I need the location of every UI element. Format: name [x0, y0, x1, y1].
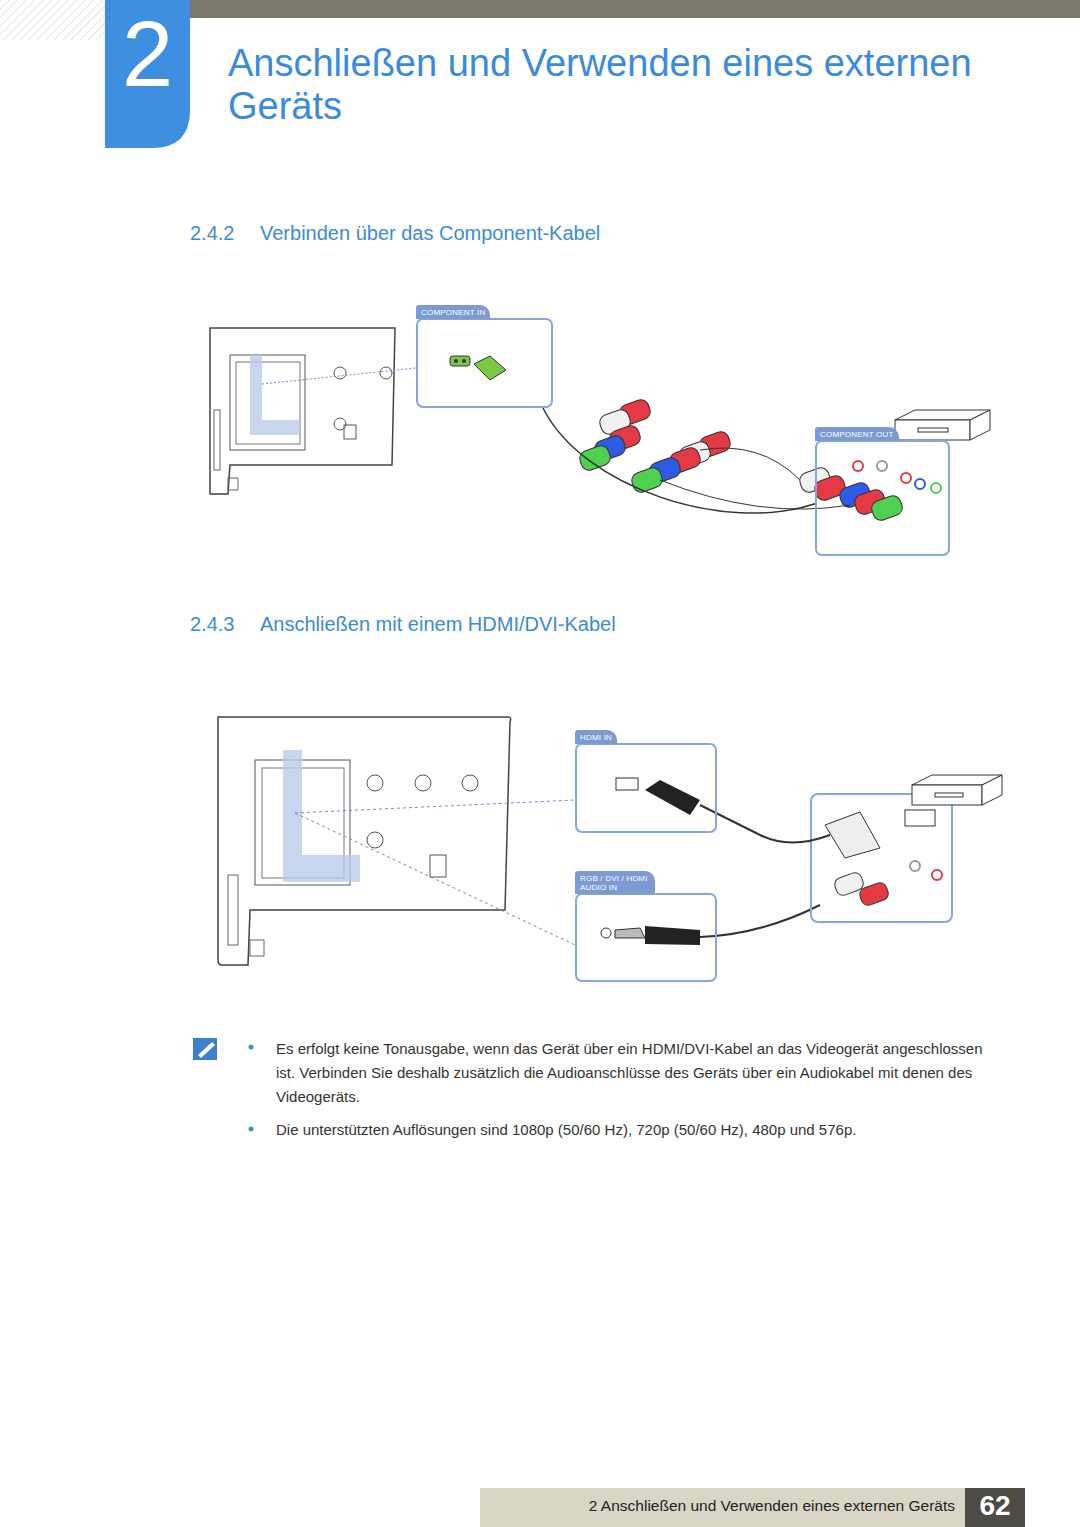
port-label: HDMI IN [575, 730, 617, 744]
note-text: Es erfolgt keine Tonausgabe, wenn das Ge… [276, 1037, 986, 1109]
chapter-number: 2 [105, 8, 190, 100]
footer-text: 2 Anschließen und Verwenden eines extern… [480, 1497, 955, 1515]
section-heading: Anschließen mit einem HDMI/DVI-Kabel [260, 613, 616, 636]
port-label: RGB / DVI / HDMI AUDIO IN [575, 871, 655, 894]
note-text: Die unterstützten Auflösungen sind 1080p… [276, 1118, 996, 1142]
connector-panel: HDMI IN [575, 743, 717, 833]
section-number: 2.4.3 [190, 613, 234, 636]
component-cable [543, 408, 815, 513]
port-label: COMPONENT OUT [815, 427, 899, 441]
chapter-title: Anschließen und Verwenden eines externen… [228, 42, 1048, 127]
connector-panel: COMPONENT OUT [815, 440, 950, 556]
page-number: 62 [965, 1490, 1025, 1522]
section-number: 2.4.2 [190, 222, 234, 245]
section-heading: Verbinden über das Component-Kabel [260, 222, 600, 245]
port-label: COMPONENT IN [416, 305, 490, 319]
connector-panel: COMPONENT IN [416, 318, 553, 408]
connector-panel: RGB / DVI / HDMI AUDIO IN [575, 893, 717, 982]
